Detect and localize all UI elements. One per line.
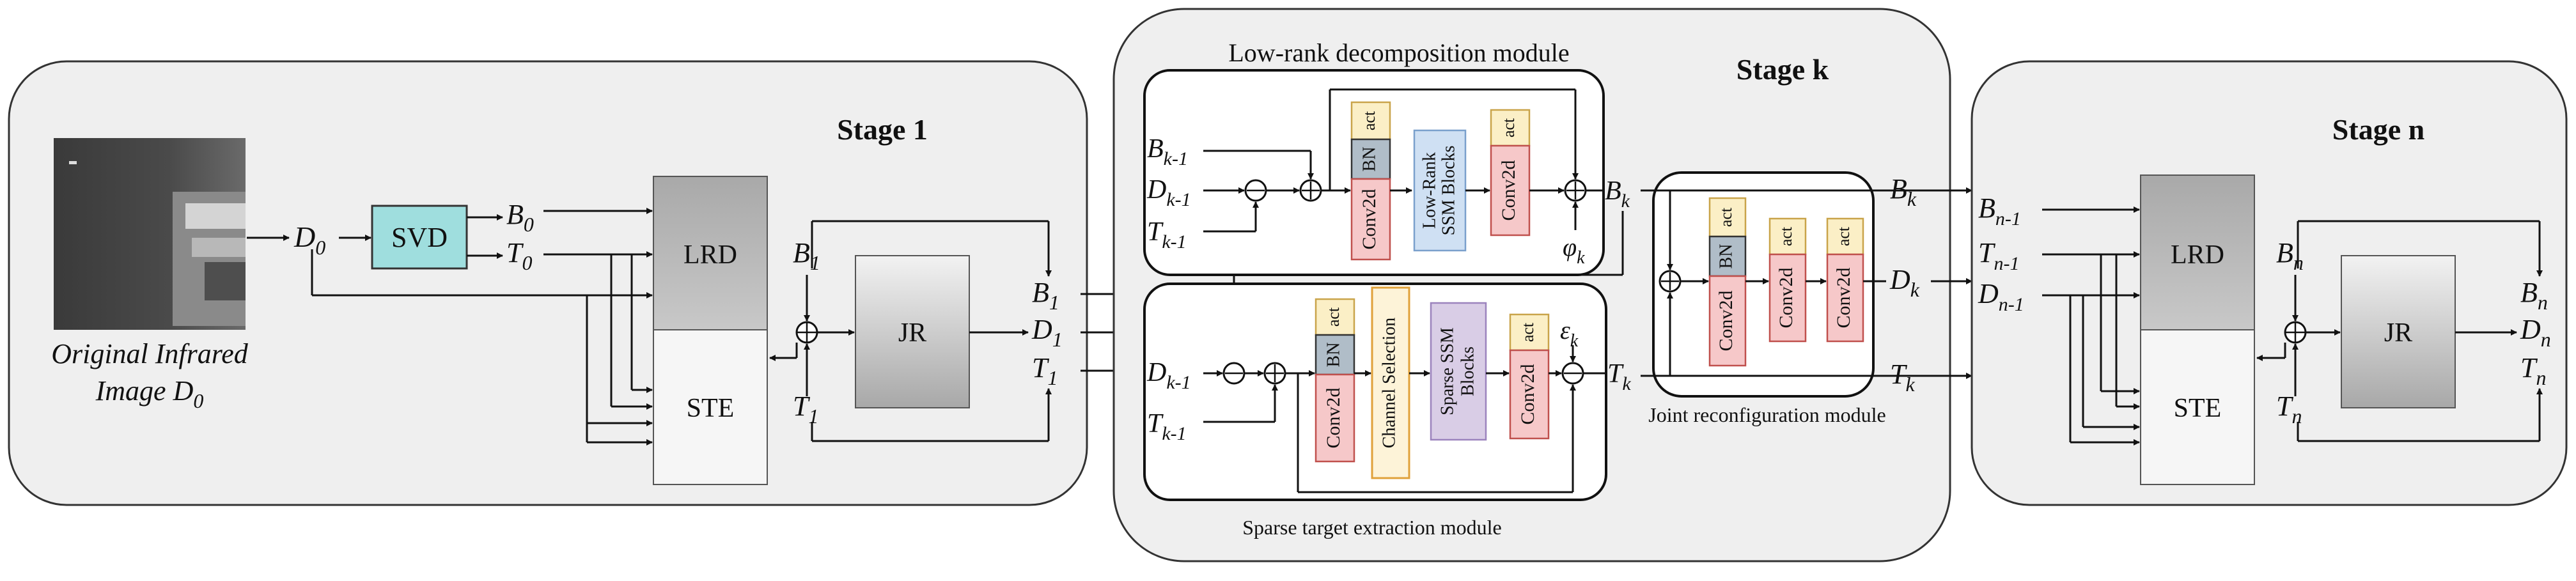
svg-text:Low-Rank: Low-Rank xyxy=(1419,152,1439,229)
svg-text:act: act xyxy=(1717,207,1735,227)
lrd-in-d: Dk-1 xyxy=(1146,175,1191,210)
svg-text:act: act xyxy=(1360,111,1378,130)
svg-text:Channel Selection: Channel Selection xyxy=(1379,318,1399,449)
jr-block xyxy=(855,255,970,408)
conv2d-1 xyxy=(1350,178,1391,261)
stagek-out-b: Bk xyxy=(1890,173,1917,210)
conv-act-5 xyxy=(1708,197,1747,238)
stage-k-title: Stage k xyxy=(1737,53,1829,86)
input-caption-line1: Original Infrared xyxy=(51,338,249,369)
svd-block xyxy=(371,205,468,270)
stagek-out-d: Dk xyxy=(1889,264,1920,301)
stagen-out-t: Tn xyxy=(2520,352,2546,389)
lrd-in-t: Tk-1 xyxy=(1147,217,1187,252)
bk-label: Bk xyxy=(1605,176,1630,212)
sparse-ssm-block xyxy=(1430,302,1487,441)
stagen-ste-label: STE xyxy=(2174,394,2222,423)
stagen-ste-block xyxy=(2140,329,2255,485)
ste-label: STE xyxy=(687,394,735,423)
conv2d-6 xyxy=(1768,253,1807,343)
input-caption-line2: Image D0 xyxy=(95,375,204,412)
svg-text:act: act xyxy=(1499,118,1518,137)
lrd-block xyxy=(653,176,768,330)
stage1-out-d: D1 xyxy=(1031,314,1063,351)
lowrank-ssm-block xyxy=(1413,129,1467,252)
svg-text:act: act xyxy=(1777,226,1795,246)
conv-bn-5 xyxy=(1708,235,1747,277)
channel-selection-block xyxy=(1371,286,1410,479)
svg-text:Conv2d: Conv2d xyxy=(1323,387,1344,448)
ste-in-d: Dk-1 xyxy=(1146,358,1191,393)
infrared-image xyxy=(54,138,246,330)
svg-text:Sparse SSM: Sparse SSM xyxy=(1437,327,1457,415)
conv-act-2 xyxy=(1490,109,1531,147)
b0-label: B0 xyxy=(506,199,534,236)
stage-n-panel: Stage n Bn-1 Tn-1 Dn-1 LRD STE Bn Tn xyxy=(1971,60,2568,506)
d0-label: D0 xyxy=(293,221,325,259)
jr-module-label: Joint reconfiguration module xyxy=(1648,403,1885,426)
svg-text:Conv2d: Conv2d xyxy=(1498,160,1519,221)
ste-module-label: Sparse target extraction module xyxy=(1242,516,1502,539)
stagen-out-b: Bn xyxy=(2520,277,2548,314)
lrd-label: LRD xyxy=(683,240,737,270)
lrd-module-label: Low-rank decomposition module xyxy=(1228,38,1569,67)
eps-label: εk xyxy=(1560,316,1579,351)
t0-label: T0 xyxy=(506,237,532,274)
stagen-in-b: Bn-1 xyxy=(1978,192,2021,229)
svg-text:SSM Blocks: SSM Blocks xyxy=(1439,146,1458,236)
ste-in-t: Tk-1 xyxy=(1147,409,1187,444)
svg-text:Conv2d: Conv2d xyxy=(1715,290,1737,351)
svg-text:Conv2d: Conv2d xyxy=(1776,267,1797,328)
svd-label: SVD xyxy=(391,222,448,253)
stagen-in-t: Tn-1 xyxy=(1978,237,2019,274)
lrd-in-b: Bk-1 xyxy=(1147,134,1188,169)
conv-bn-1 xyxy=(1350,138,1391,180)
stagek-out-t: Tk xyxy=(1890,359,1915,396)
phi-label: φk xyxy=(1563,233,1585,268)
svg-text:act: act xyxy=(1834,226,1853,246)
stagen-tn-label: Tn xyxy=(2276,391,2302,428)
svg-text:BN: BN xyxy=(1716,244,1736,269)
stage-1-title: Stage 1 xyxy=(837,113,928,146)
stagen-jr-block xyxy=(2341,255,2456,408)
svg-text:Conv2d: Conv2d xyxy=(1359,189,1380,249)
svg-text:act: act xyxy=(1518,322,1537,342)
conv-act-3 xyxy=(1315,298,1355,336)
svg-text:BN: BN xyxy=(1323,343,1343,368)
conv2d-4 xyxy=(1509,349,1550,440)
conv2d-7 xyxy=(1826,253,1864,343)
conv-act-7 xyxy=(1826,217,1864,256)
stagen-in-d: Dn-1 xyxy=(1978,278,2024,315)
svg-text:BN: BN xyxy=(1359,147,1379,172)
stagen-lrd-label: LRD xyxy=(2171,240,2224,270)
stagen-out-d: Dn xyxy=(2520,314,2551,351)
stage1-out-t: T1 xyxy=(1032,352,1058,389)
stagen-jr-label: JR xyxy=(2384,318,2412,348)
conv2d-3 xyxy=(1315,373,1355,463)
stage1-out-b: B1 xyxy=(1032,277,1059,314)
ste-block xyxy=(653,329,768,485)
stage-n-title: Stage n xyxy=(2332,113,2424,146)
svg-text:Conv2d: Conv2d xyxy=(1833,267,1854,328)
svg-text:Blocks: Blocks xyxy=(1458,346,1478,396)
tk-label: Tk xyxy=(1607,359,1631,394)
svg-text:Conv2d: Conv2d xyxy=(1517,364,1538,424)
svg-text:act: act xyxy=(1324,307,1343,327)
stage-1-panel: Stage 1 Original Infrared Image D0 D0 SV… xyxy=(8,60,1088,506)
stage-k-panel: Stage k Low-rank decomposition module Sp… xyxy=(1112,8,1972,562)
jr-module-box xyxy=(1652,171,1875,398)
stagen-lrd-block xyxy=(2140,174,2255,330)
conv2d-5 xyxy=(1708,275,1747,367)
jr-label: JR xyxy=(898,318,926,348)
